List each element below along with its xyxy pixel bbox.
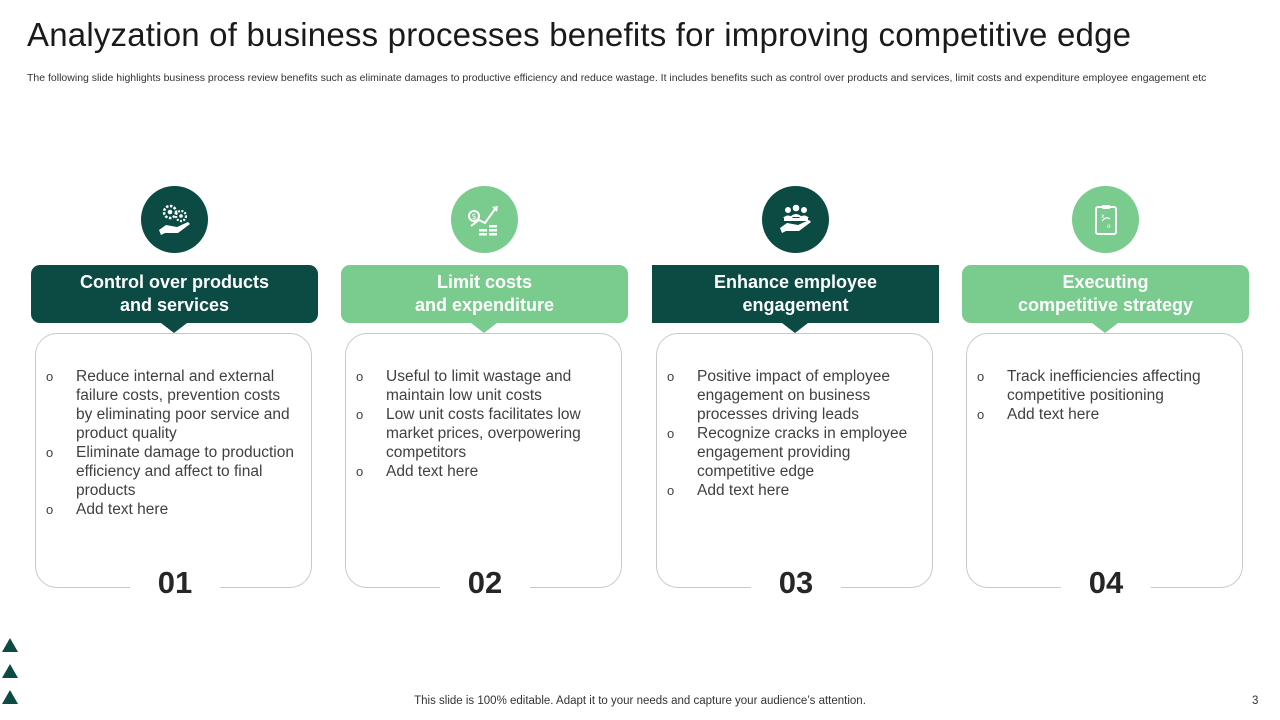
slide-title: Analyzation of business processes benefi…: [27, 16, 1132, 53]
bullet-marker: o: [667, 483, 675, 498]
bullet-marker: o: [977, 407, 985, 422]
card-header: Enhance employee engagement: [652, 265, 939, 323]
decor-triangle: [2, 638, 18, 652]
decor-triangle: [2, 664, 18, 678]
card-number: 01: [130, 560, 220, 605]
svg-text:$: $: [471, 212, 476, 221]
card-number: 04: [1061, 560, 1151, 605]
card-header-text: Control over products and services: [79, 272, 269, 315]
header-pointer: [471, 323, 497, 333]
coins-growth-icon: $: [451, 186, 518, 253]
svg-text:x: x: [1101, 213, 1105, 220]
page-number: 3: [1252, 695, 1259, 707]
card-header-text: Limit costs and expenditure: [414, 272, 555, 315]
card-header: Limit costs and expenditure: [341, 265, 628, 323]
gears-hand-icon: [141, 186, 208, 253]
card-header-text: Enhance employee engagement: [713, 272, 878, 315]
bullet-marker: o: [46, 369, 54, 384]
bullet-marker: o: [46, 502, 54, 517]
svg-text:o: o: [1107, 223, 1111, 230]
slide-subtitle: The following slide highlights business …: [27, 72, 1207, 84]
bullet-marker: o: [356, 369, 364, 384]
card-number: 03: [751, 560, 841, 605]
bullet-marker: o: [356, 407, 364, 422]
header-pointer: [782, 323, 808, 333]
card-header: Executing competitive strategy: [962, 265, 1249, 323]
strategy-board-icon: x o: [1072, 186, 1139, 253]
card-header: Control over products and services: [31, 265, 318, 323]
card-header-text: Executing competitive strategy: [1017, 272, 1194, 315]
decor-triangle: [2, 690, 18, 704]
bullet-marker: o: [356, 464, 364, 479]
slide-footer: This slide is 100% editable. Adapt it to…: [414, 695, 866, 707]
people-hand-icon: [762, 186, 829, 253]
bullet-marker: o: [46, 445, 54, 460]
bullet-marker: o: [667, 426, 675, 441]
bullet-marker: o: [667, 369, 675, 384]
bullet-marker: o: [977, 369, 985, 384]
header-pointer: [1092, 323, 1118, 333]
header-pointer: [161, 323, 187, 333]
card-number: 02: [440, 560, 530, 605]
